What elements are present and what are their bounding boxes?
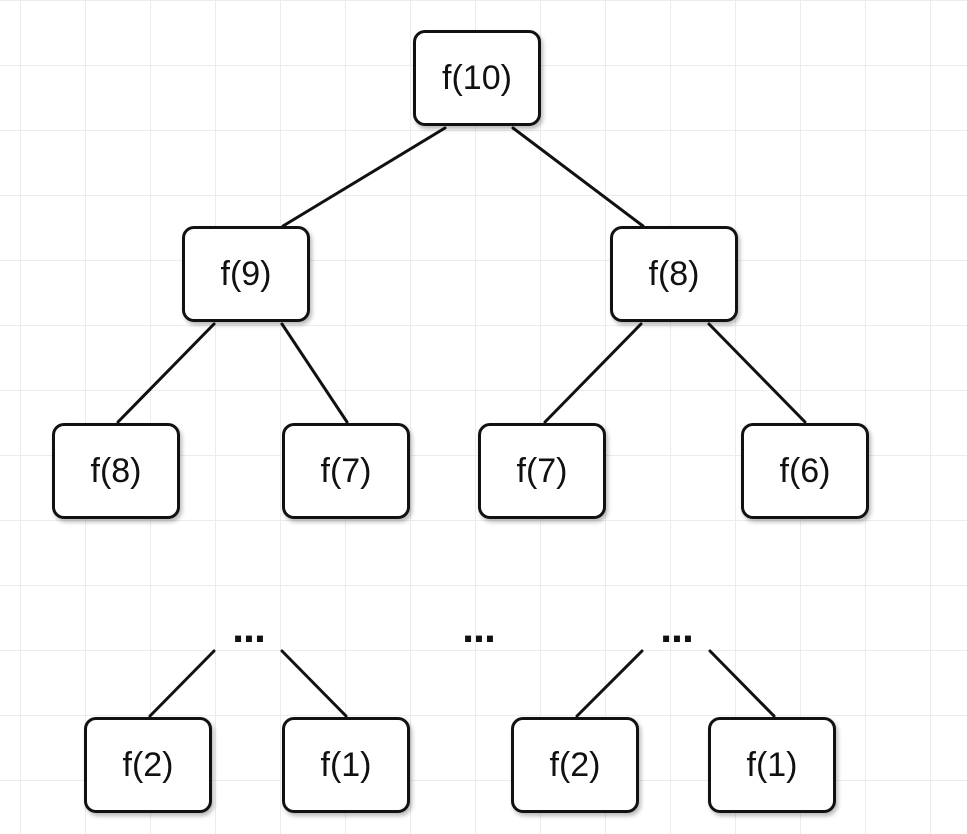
node-level2-3: f(7) (478, 423, 606, 519)
edge-dots-right-f2 (575, 649, 644, 718)
ellipsis-left: ... (231, 611, 267, 651)
node-level2-4: f(6) (741, 423, 869, 519)
edge-dots-right-f1 (708, 649, 776, 718)
node-label: f(7) (320, 451, 372, 490)
node-leaf-1: f(2) (84, 717, 212, 813)
edge-dots-left-f2 (148, 649, 216, 718)
node-label: f(8) (648, 254, 700, 293)
node-leaf-3: f(2) (511, 717, 639, 813)
node-level1-left: f(9) (182, 226, 310, 322)
edge-dots-left-f1 (280, 649, 348, 718)
node-leaf-2: f(1) (282, 717, 410, 813)
edge-f8-f7 (543, 322, 643, 424)
node-label: f(9) (220, 254, 272, 293)
node-level2-2: f(7) (282, 423, 410, 519)
edge-f9-f7 (280, 322, 349, 424)
node-level1-right: f(8) (610, 226, 738, 322)
node-label: f(2) (122, 745, 174, 784)
node-label: f(1) (320, 745, 372, 784)
node-level2-1: f(8) (52, 423, 180, 519)
node-root: f(10) (413, 30, 541, 126)
node-leaf-4: f(1) (708, 717, 836, 813)
ellipsis-middle: ... (461, 611, 497, 651)
edge-f10-f8 (511, 126, 645, 228)
node-label: f(6) (779, 451, 831, 490)
edge-f8-f6 (707, 322, 807, 424)
edge-f10-f9 (281, 126, 447, 228)
edge-f9-f8 (116, 322, 216, 424)
node-label: f(2) (549, 745, 601, 784)
node-label: f(10) (442, 58, 512, 97)
node-label: f(7) (516, 451, 568, 490)
node-label: f(8) (90, 451, 142, 490)
node-label: f(1) (746, 745, 798, 784)
ellipsis-right: ... (659, 611, 695, 651)
